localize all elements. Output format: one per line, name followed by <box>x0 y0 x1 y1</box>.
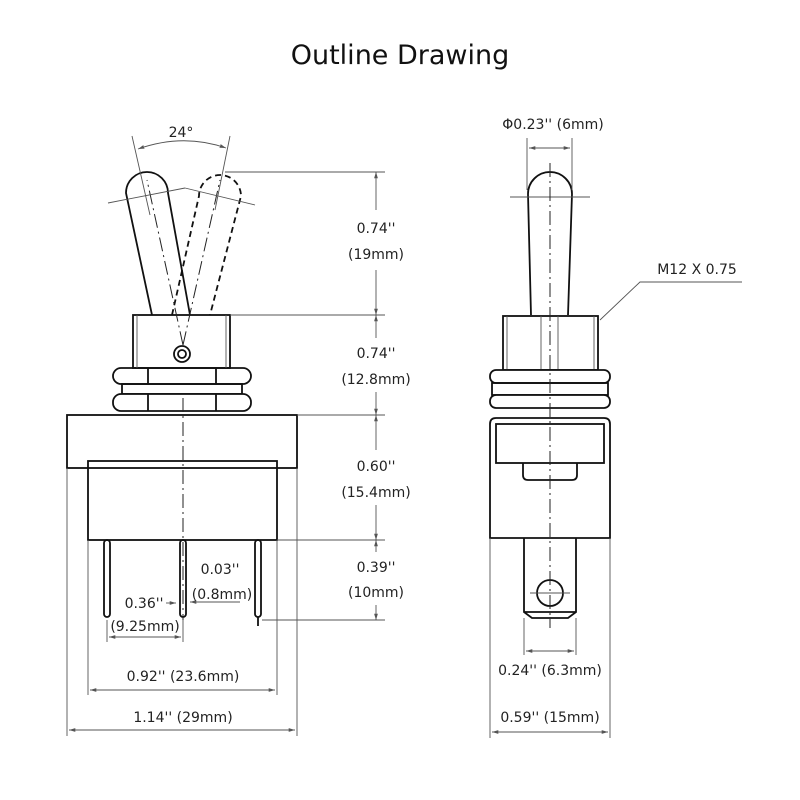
bushing-height-mm: (12.8mm) <box>341 372 410 388</box>
lever-height-inch: 0.74'' <box>357 221 396 237</box>
overall-width-label: 1.14'' (29mm) <box>133 710 232 726</box>
side-view: Φ0.23'' (6mm) M12 X 0.75 0.24'' (6.3mm) … <box>489 117 742 738</box>
body-height-mm: (15.4mm) <box>341 485 410 501</box>
side-overall-width-label: 0.59'' (15mm) <box>500 710 599 726</box>
body-height-inch: 0.60'' <box>357 459 396 475</box>
lever-diameter-label: Φ0.23'' (6mm) <box>502 117 603 133</box>
pivot-icon <box>173 345 191 363</box>
housing-width-label: 0.92'' (23.6mm) <box>127 669 240 685</box>
side-body <box>489 417 611 539</box>
toggle-lever <box>125 171 191 316</box>
hex-nuts <box>112 367 252 412</box>
switch-base <box>66 414 298 469</box>
pin-pitch-inch: 0.36'' <box>125 596 164 612</box>
front-view: 24° 0.74'' (19mm) 0.74'' (12.8mm) 0.60''… <box>66 125 411 736</box>
bushing-height-inch: 0.74'' <box>357 346 396 362</box>
angle-label: 24° <box>169 125 194 141</box>
pin-length-inch: 0.39'' <box>357 560 396 576</box>
pin-pitch-mm: (9.25mm) <box>110 619 179 635</box>
terminal-width-label: 0.24'' (6.3mm) <box>498 663 602 679</box>
threaded-bushing <box>132 314 231 369</box>
toggle-lever-alt-position <box>171 174 242 316</box>
pin-thickness-inch: 0.03'' <box>201 562 240 578</box>
pin-length-mm: (10mm) <box>348 585 404 601</box>
thread-spec-label: M12 X 0.75 <box>657 262 737 278</box>
lever-height-mm: (19mm) <box>348 247 404 263</box>
side-terminal <box>523 538 577 619</box>
drawing-title: Outline Drawing <box>291 40 510 71</box>
pin-thickness-mm: (0.8mm) <box>192 587 252 603</box>
